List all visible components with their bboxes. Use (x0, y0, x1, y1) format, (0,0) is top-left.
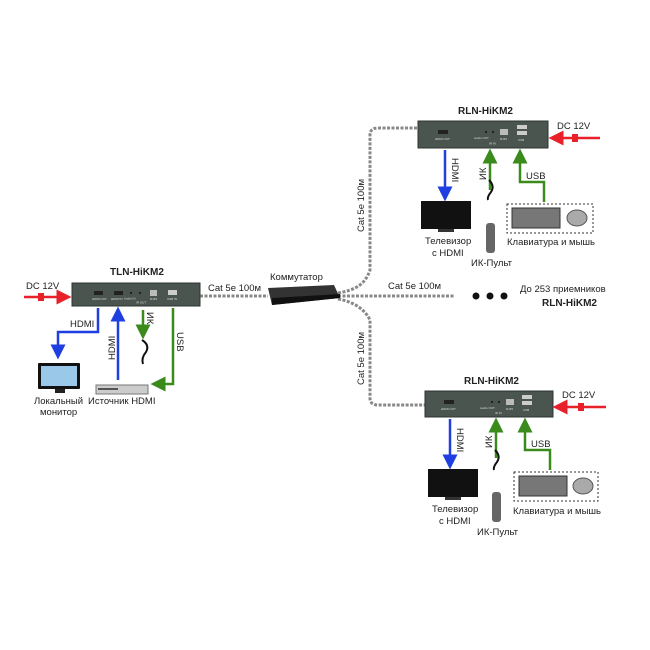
power-plug-icon (38, 293, 44, 301)
kbd-label: Клавиатура и мышь (507, 237, 595, 248)
mouse-icon (572, 477, 594, 495)
ir-label: ИК (144, 312, 155, 325)
remote-icon (492, 492, 501, 522)
remote-label: ИК-Пульт (477, 527, 519, 538)
usb-arrow (517, 417, 552, 470)
power-label: DC 12V (562, 390, 596, 401)
hdmi-label: HDMI (454, 428, 465, 452)
more-dot (500, 292, 508, 300)
more-dot (472, 292, 480, 300)
cable-label-bottom: Cat 5e 100м (356, 332, 367, 385)
port-label: USB IN (167, 297, 177, 301)
cable-label-middle: Cat 5e 100м (388, 281, 441, 292)
keyboard-icon (511, 207, 561, 229)
switch-title: Коммутатор (270, 272, 323, 283)
power-plug-icon (572, 134, 578, 142)
port-label: HDMI IN (111, 297, 123, 301)
more-receivers-model: RLN-HiKM2 (542, 298, 597, 309)
network-cables (200, 126, 455, 407)
port-label: RJ45 (150, 297, 157, 301)
usb-label: USB (174, 332, 185, 352)
usb-label: USB (531, 439, 551, 450)
tv-label-1: Телевизор (432, 504, 478, 515)
usb-arrow (150, 308, 175, 392)
receiver-device (417, 120, 549, 149)
port-label: HDMI OUT (435, 137, 450, 141)
receiver-top: RLN-HiKM2 HDMI OUT Audio OUT IR IN RJ45 … (417, 106, 600, 269)
tv-label-2: с HDMI (439, 516, 471, 527)
mouse-icon (566, 209, 588, 227)
kbd-label: Клавиатура и мышь (513, 506, 601, 517)
port-label: HDMI OUT (92, 297, 107, 301)
receiver-bottom: RLN-HiKM2 HDMI OUT Audio OUT IR IN RJ45 … (424, 376, 606, 538)
tv-label-2: с HDMI (432, 248, 464, 259)
usb-arrow (512, 148, 546, 202)
port-label: Audio IN (124, 297, 136, 301)
ir-receiver-icon (486, 179, 494, 201)
port-label: IR IN (489, 142, 496, 146)
power-plug-icon (578, 403, 584, 411)
monitor-icon (38, 363, 80, 393)
port-label: HDMI OUT (441, 407, 456, 411)
receiver-title: RLN-HiKM2 (464, 376, 519, 387)
kbd-mouse-group (513, 471, 599, 502)
port-label: IR OUT (136, 301, 146, 305)
hdmi-in-label: HDMI (107, 336, 118, 360)
port-label: USB (523, 408, 529, 412)
monitor-label-1: Локальный (34, 396, 83, 407)
usb-label: USB (526, 171, 546, 182)
monitor-label-2: монитор (40, 407, 77, 418)
hdmi-out-label: HDMI (70, 319, 94, 330)
port-label: RJ45 (506, 407, 513, 411)
tv-icon (428, 469, 478, 500)
port-label: IR IN (495, 411, 502, 415)
transmitter-ports: HDMI OUT HDMI IN Audio IN IR OUT RJ45 US… (92, 290, 177, 305)
kbd-mouse-group (506, 203, 594, 234)
port-label: USB (518, 138, 524, 142)
tv-label-1: Телевизор (425, 236, 471, 247)
hdmi-label: HDMI (449, 158, 460, 182)
source-label: Источник HDMI (88, 396, 155, 407)
tv-icon (421, 201, 471, 232)
transmitter-title: TLN-HiKM2 (110, 267, 164, 278)
cable-label-top: Cat 5e 100м (356, 179, 367, 232)
hdmi-out-arrow (50, 308, 100, 360)
receiver-title: RLN-HiKM2 (458, 106, 513, 117)
network-switch (268, 285, 340, 305)
more-receivers-text: До 253 приемников (520, 284, 606, 295)
more-dot (486, 292, 494, 300)
transmitter-power-label: DC 12V (26, 281, 60, 292)
transmitter-device (71, 282, 201, 307)
ir-label: ИК (484, 435, 495, 448)
ir-receiver-icon (492, 449, 500, 471)
power-label: DC 12V (557, 121, 591, 132)
keyboard-icon (518, 475, 568, 497)
port-label: RJ45 (500, 137, 507, 141)
port-label: Audio OUT (480, 406, 495, 410)
port-label: Audio OUT (474, 136, 489, 140)
remote-label: ИК-Пульт (471, 258, 513, 269)
ir-label: ИК (478, 167, 489, 180)
ir-emitter-icon (141, 339, 149, 365)
remote-icon (486, 223, 495, 253)
hdmi-source-icon (95, 384, 149, 395)
cable-label-left: Cat 5e 100м (208, 283, 261, 294)
